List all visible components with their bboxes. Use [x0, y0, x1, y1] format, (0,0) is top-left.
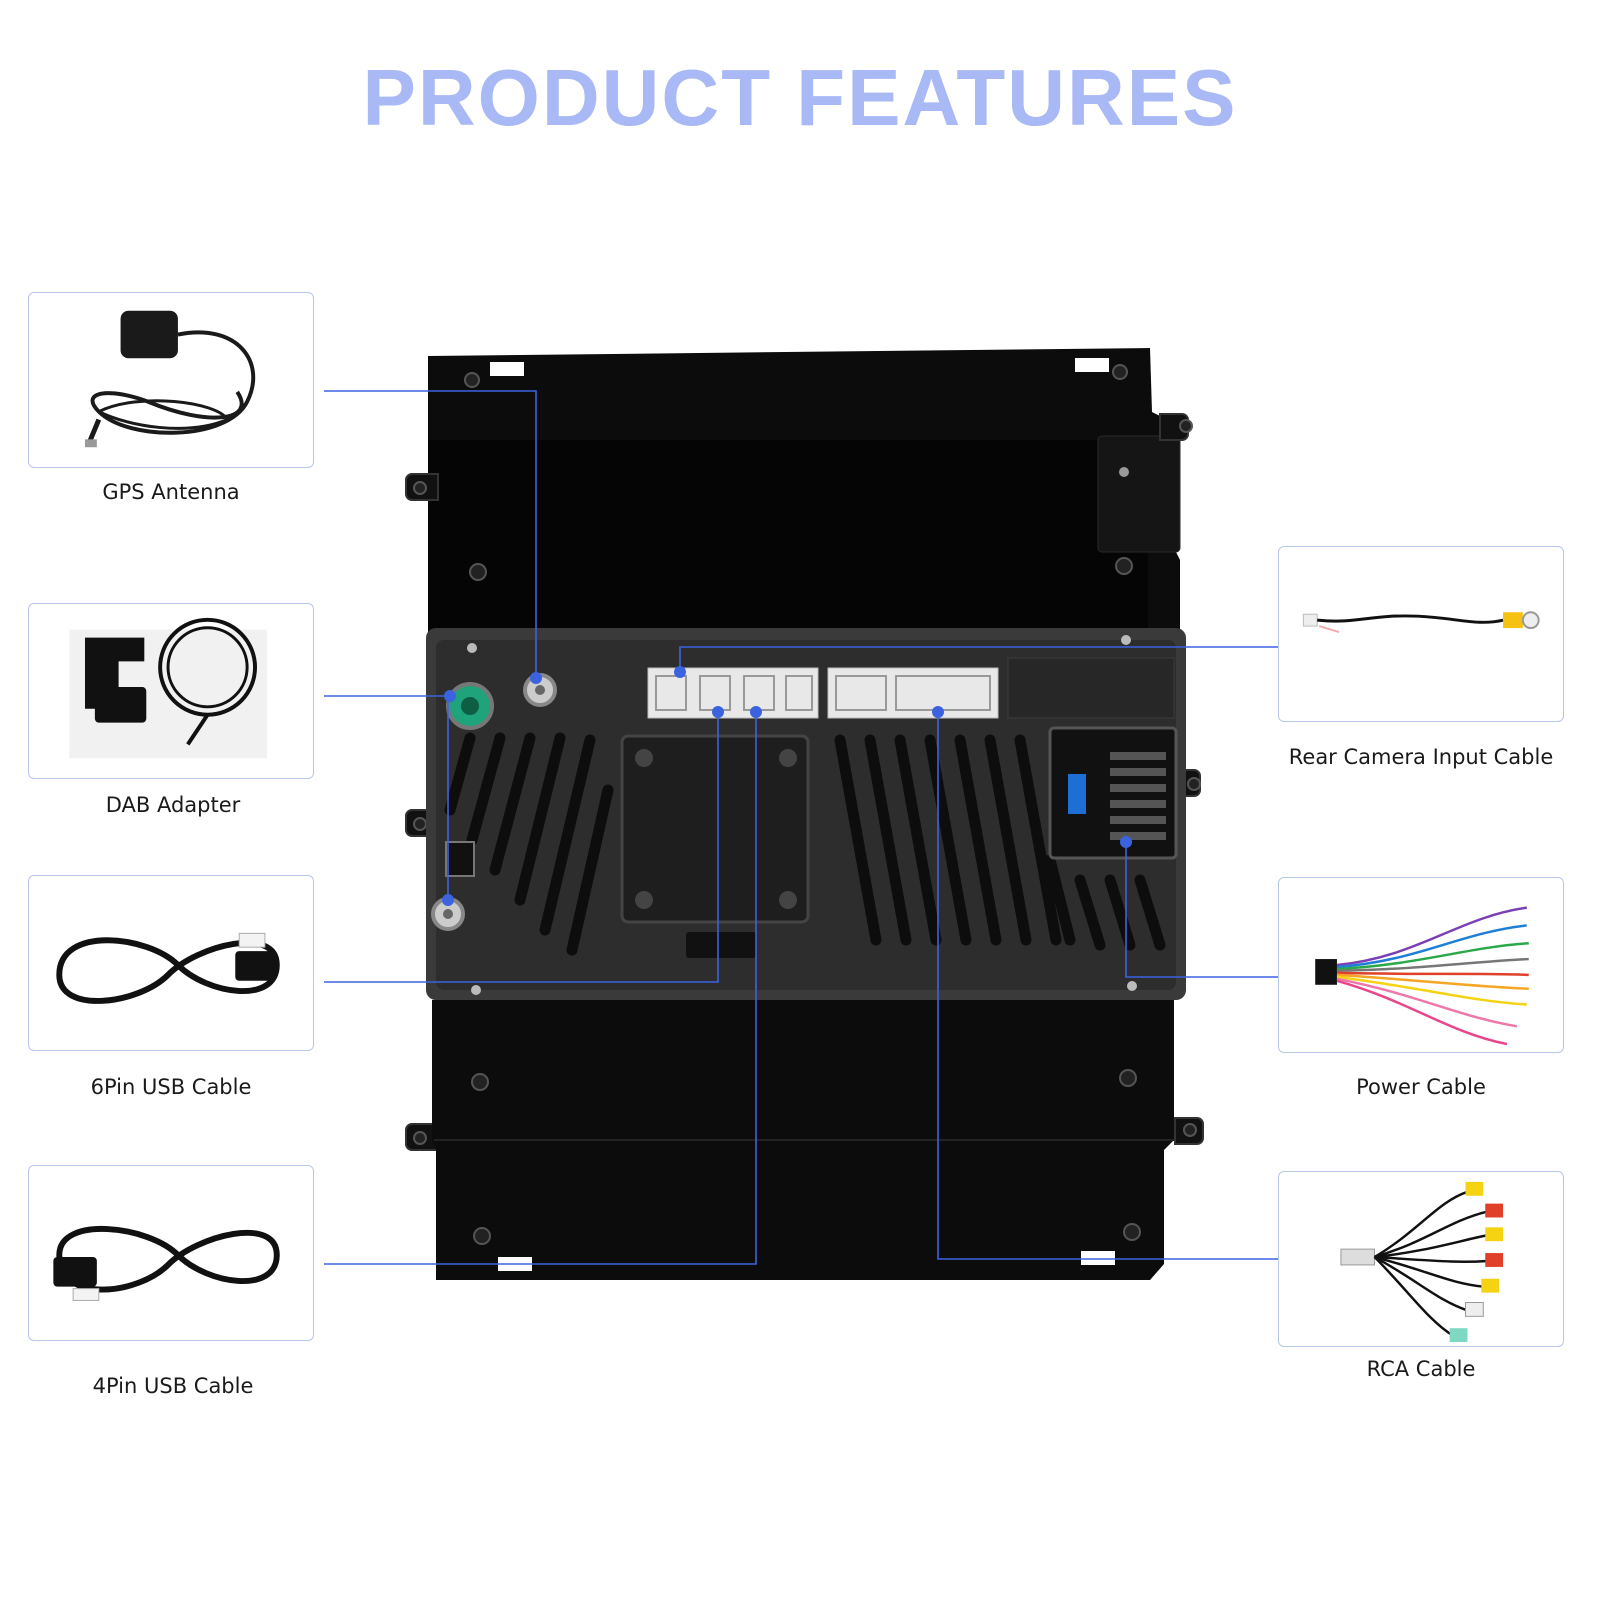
rca-cable-label: RCA Cable: [1366, 1357, 1476, 1381]
usb6-cable-label: 6Pin USB Cable: [90, 1075, 252, 1099]
page-title: PRODUCT FEATURES: [362, 53, 1238, 142]
rear-camera-cable-label: Rear Camera Input Cable: [1288, 745, 1554, 769]
dab-adapter-card: [28, 603, 314, 779]
usb6-cable-card: [28, 875, 314, 1051]
power-cable-label: Power Cable: [1356, 1075, 1486, 1099]
usb4-cable-label: 4Pin USB Cable: [92, 1374, 254, 1398]
usb-cable-image: [53, 1226, 280, 1301]
power-cable-card: [1278, 877, 1564, 1053]
rca-harness-image: [1340, 1181, 1504, 1343]
rca-cable-card: [1278, 1171, 1564, 1347]
dab-adapter-image: [69, 617, 267, 759]
gps-antenna-card: [28, 292, 314, 468]
gps-antenna-image: [84, 310, 256, 448]
dab-adapter-label: DAB Adapter: [105, 793, 241, 817]
rear-camera-cable-card: [1278, 546, 1564, 722]
gps-antenna-label: GPS Antenna: [102, 480, 240, 504]
power-harness-image: [1315, 906, 1529, 1046]
camera-cable-image: [1302, 611, 1540, 633]
usb-cable-image: [56, 932, 280, 1004]
usb4-cable-card: [28, 1165, 314, 1341]
